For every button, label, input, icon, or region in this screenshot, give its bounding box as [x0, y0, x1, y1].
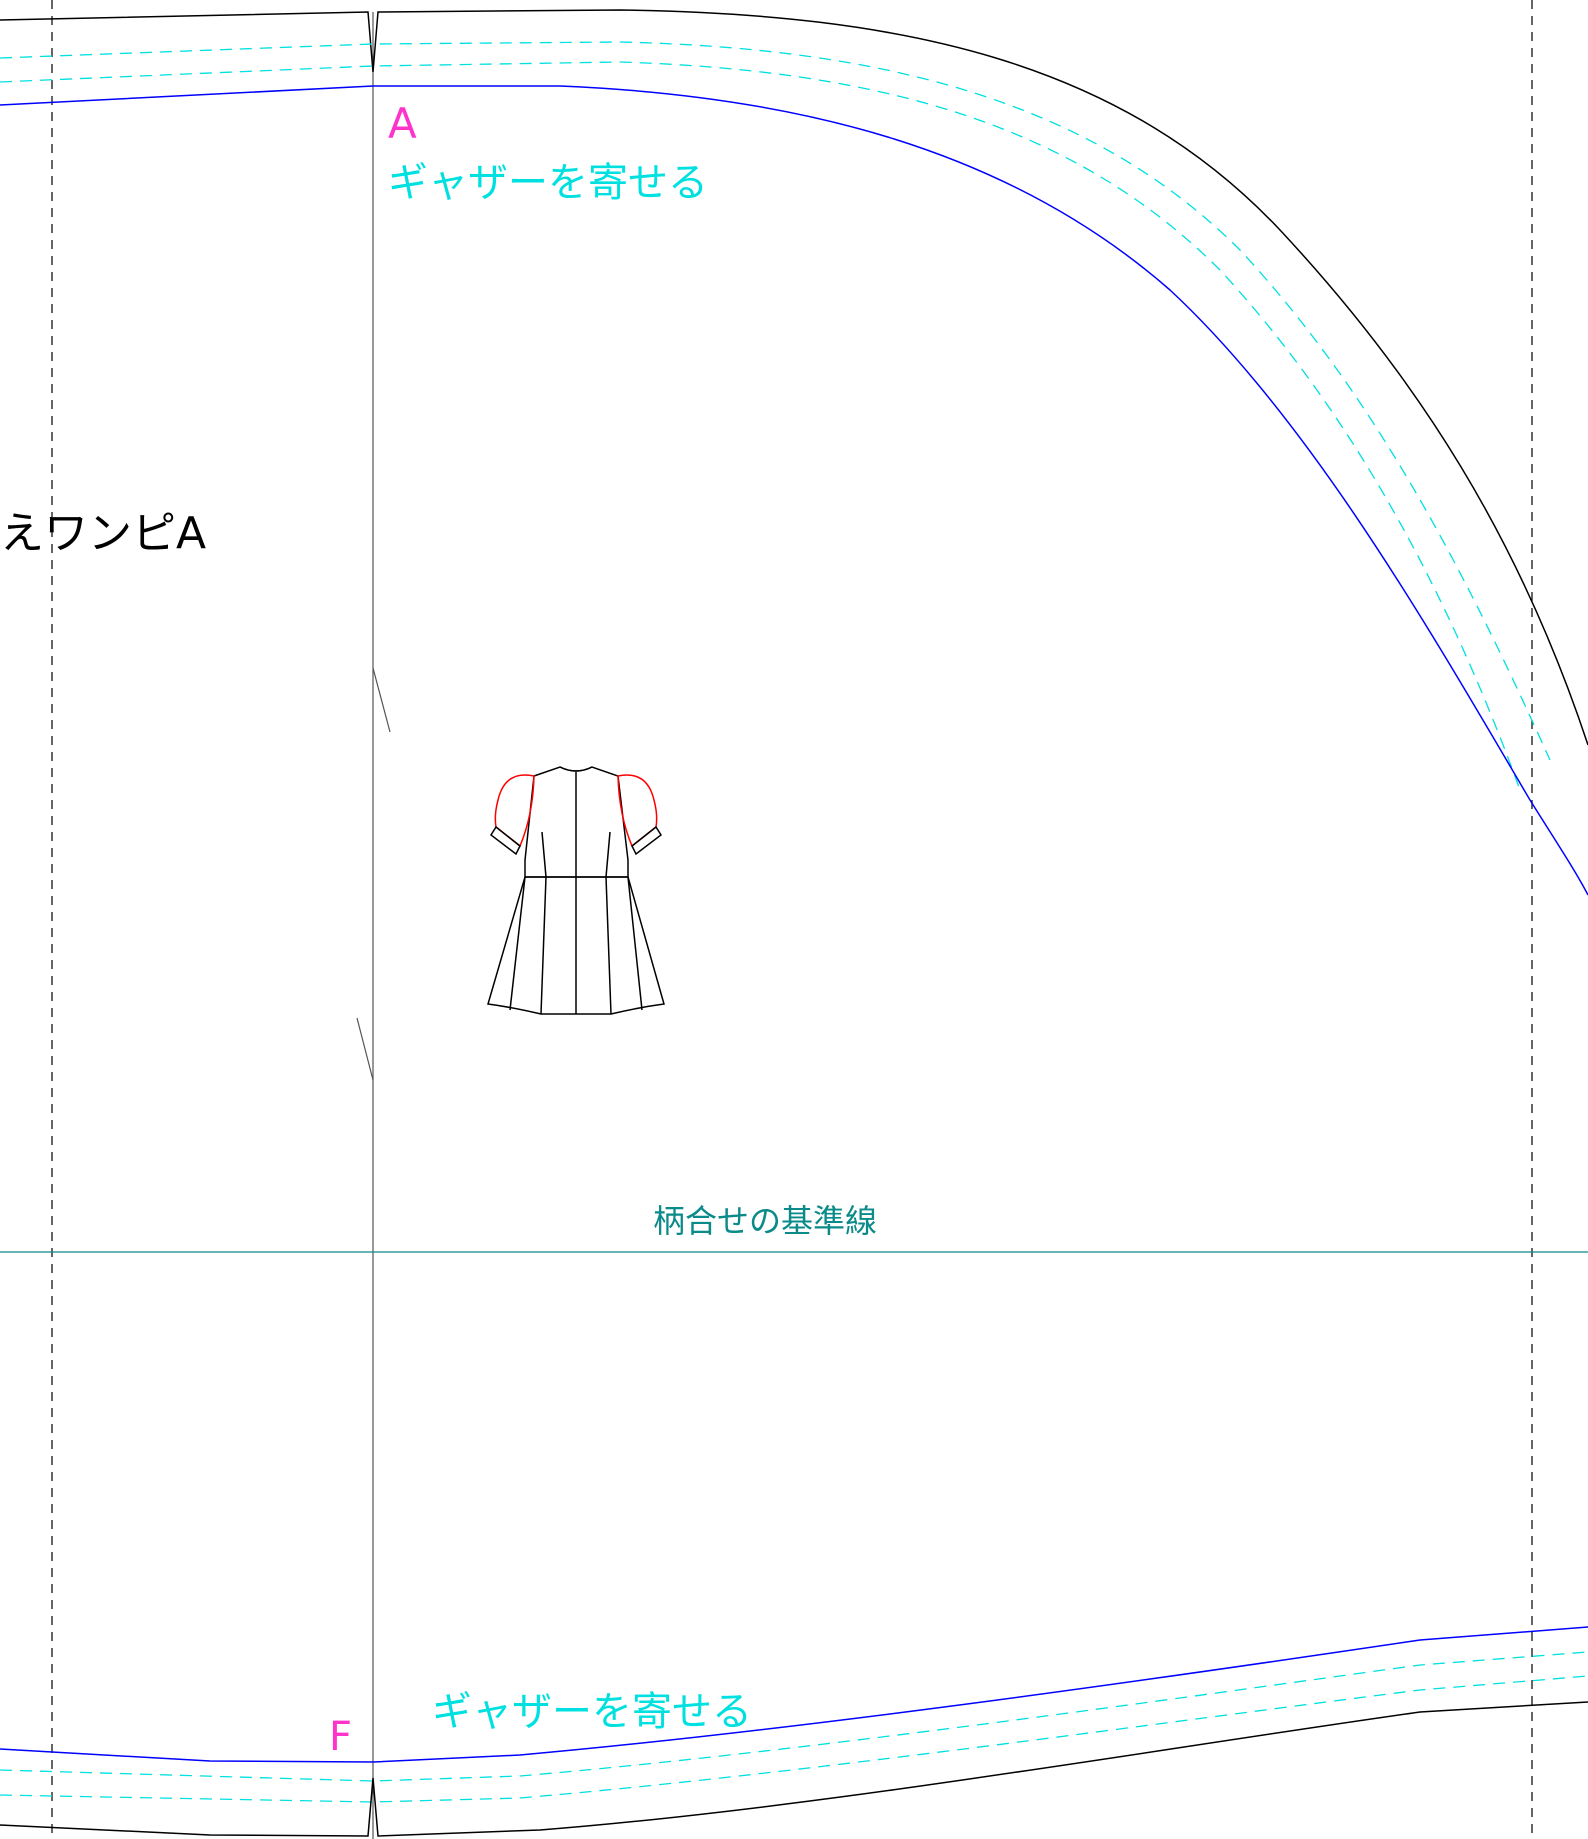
grain-line-label: 柄合せの基準線	[653, 1202, 877, 1240]
mark-a-label: A	[388, 99, 417, 148]
top-sewing-line	[0, 85, 1588, 896]
top-seam-allowance-1	[0, 41, 1551, 761]
bottom-cut-line	[0, 1701, 1588, 1837]
right-cuff	[631, 825, 662, 856]
notch-lower	[356, 1017, 374, 1081]
top-cut-line	[0, 9, 1588, 746]
skirt-outline	[487, 876, 665, 1015]
neckline	[559, 766, 593, 772]
bottom-seam-allowance-2	[0, 1675, 1588, 1803]
skirt-pleat-2	[605, 876, 612, 1015]
mark-f-label: F	[329, 1714, 352, 1760]
bodice-dart-left	[541, 831, 547, 878]
bodice-dart-right	[605, 831, 611, 878]
skirt-pleat-1	[540, 876, 547, 1015]
notch-upper	[372, 667, 391, 733]
dress-thumbnail	[487, 766, 665, 1015]
left-sleeve	[494, 774, 535, 848]
gather-label-bottom: ギャザーを寄せる	[432, 1689, 752, 1735]
skirt-pleat-4	[627, 876, 643, 1011]
bottom-seam-allowance-1	[0, 1651, 1588, 1782]
piece-name-label: えワンピA	[0, 508, 206, 559]
bottom-sewing-line	[0, 1626, 1588, 1763]
right-sleeve	[617, 774, 658, 848]
left-cuff	[490, 825, 521, 856]
top-seam-allowance-2	[0, 61, 1521, 791]
gather-label-top: ギャザーを寄せる	[388, 160, 708, 206]
skirt-pleat-3	[509, 876, 526, 1011]
